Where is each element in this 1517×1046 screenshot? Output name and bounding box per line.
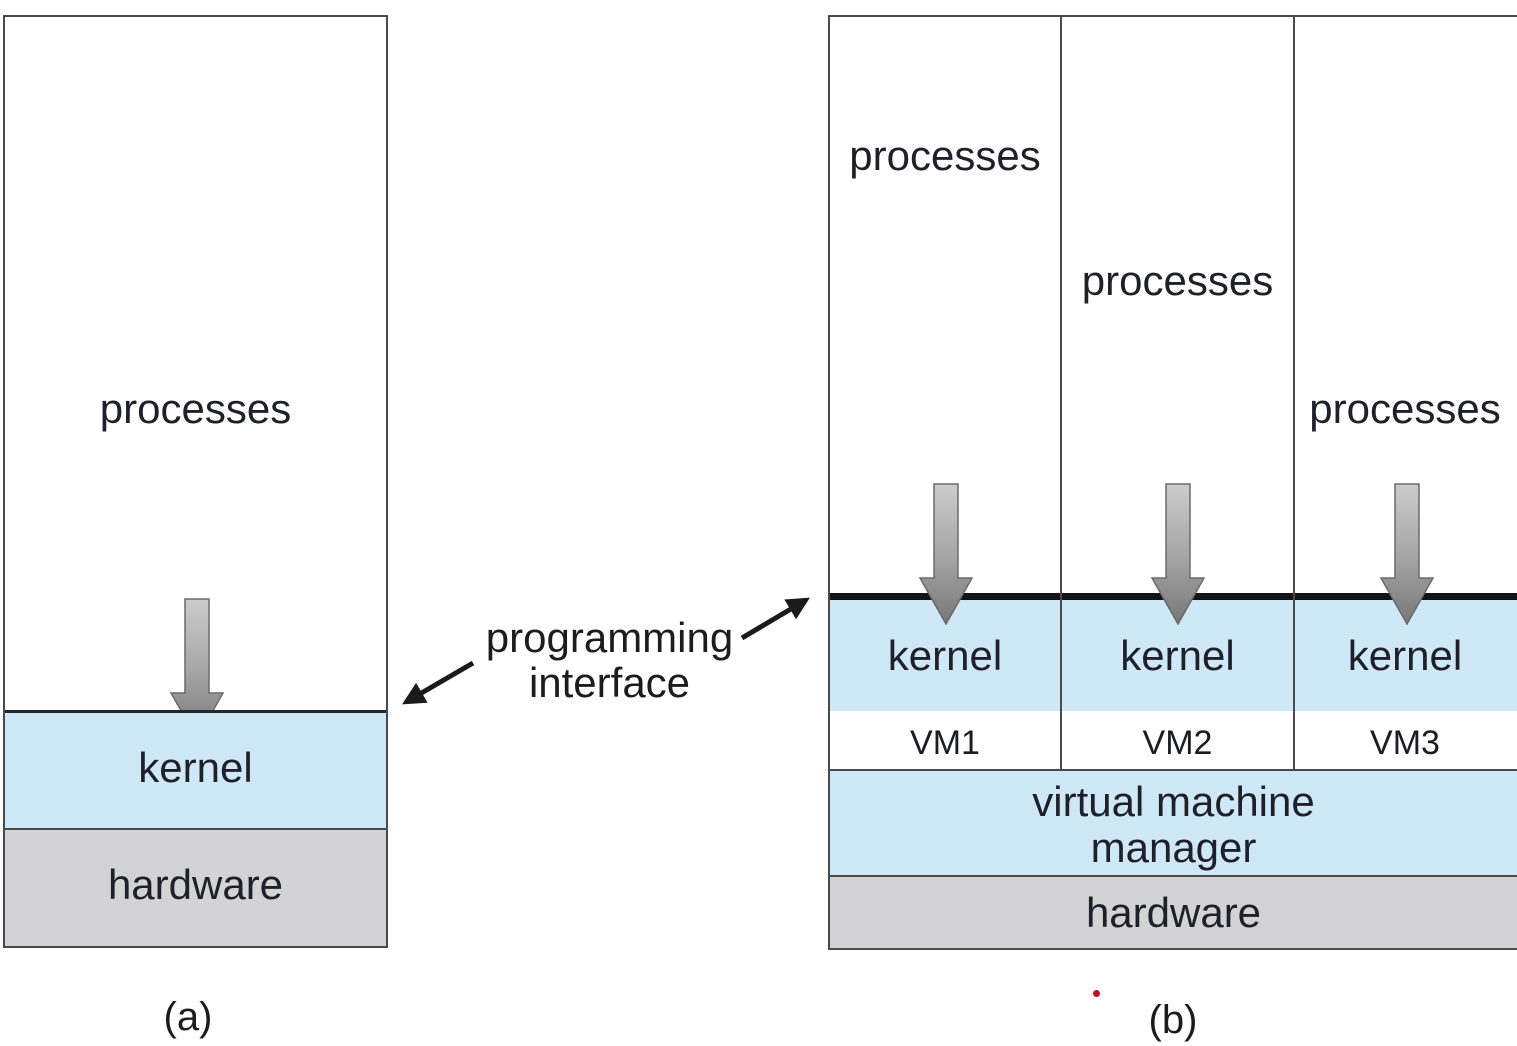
panel-b-hardware-band (830, 877, 1517, 948)
caption-b: (b) (1148, 998, 1198, 1042)
vm3-processes-label: processes (1309, 385, 1501, 432)
vm1-label: VM1 (910, 724, 980, 762)
programming-interface-line1: programming (485, 614, 734, 661)
vm3-label: VM3 (1370, 724, 1440, 762)
vm-column-divider-2 (1293, 17, 1295, 771)
panel-a-processes-label: processes (99, 385, 292, 432)
vm-column-divider-1 (1060, 17, 1062, 771)
vm2-syscall-down-arrow-icon (1151, 483, 1205, 625)
panel-b-vmm-band (830, 771, 1517, 877)
panel-b-hardware-label: hardware (1085, 889, 1262, 936)
vmm-label-line2: manager (1090, 824, 1257, 871)
vmm-label-line1: virtual machine (1032, 778, 1315, 825)
vm2-processes-label: processes (1081, 257, 1274, 304)
panel-b-vm-row (830, 711, 1517, 771)
vm1-processes-label: processes (849, 132, 1041, 179)
panel-a-kernel-label: kernel (138, 744, 253, 791)
annotation-arrow-left-icon (402, 660, 475, 705)
panel-a-kernel-band: kernel (5, 710, 386, 828)
panel-a-box: processes kernel hardware (3, 15, 388, 948)
programming-interface-label: programming interface (467, 615, 752, 705)
vm2-label: VM2 (1142, 724, 1213, 762)
vmm-label: virtual machine manager (830, 779, 1517, 871)
red-dot-icon (1093, 990, 1100, 997)
vm2-kernel-label: kernel (1120, 632, 1235, 679)
panel-b-box: processes processes processes kernel ker… (828, 15, 1517, 950)
panel-a-hardware-band: hardware (5, 828, 386, 946)
vm3-syscall-down-arrow-icon (1380, 483, 1434, 625)
vm1-syscall-down-arrow-icon (919, 483, 973, 625)
programming-interface-line2: interface (528, 659, 691, 706)
vm3-kernel-label: kernel (1347, 632, 1463, 679)
caption-a: (a) (163, 995, 213, 1039)
panel-a-hardware-label: hardware (107, 861, 284, 908)
vm1-kernel-label: kernel (887, 632, 1003, 679)
